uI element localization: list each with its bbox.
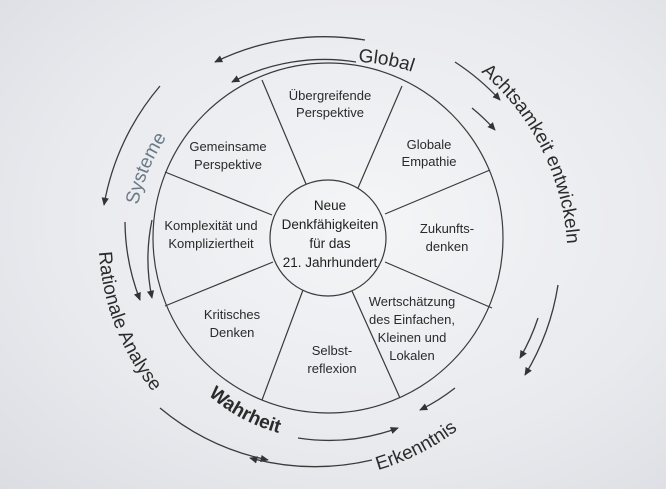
segment-selbstreflexion: Selbst- reflexion bbox=[307, 343, 356, 376]
spoke bbox=[384, 261, 493, 309]
center-line: Denkfähigkeiten bbox=[282, 217, 379, 232]
arc-bottom-inner bbox=[297, 427, 399, 442]
spoke bbox=[164, 261, 274, 307]
segment-line: Empathie bbox=[402, 154, 457, 169]
arc-top-left-inner bbox=[231, 58, 357, 83]
segment-line: Selbst- bbox=[312, 343, 352, 358]
spoke bbox=[357, 85, 403, 189]
label-erkenntnis: Erkenntnis bbox=[373, 417, 461, 475]
outer-wheel-circle bbox=[152, 62, 504, 414]
label-global: Global bbox=[358, 46, 417, 77]
spoke bbox=[384, 169, 491, 215]
arc-top-left-outer bbox=[214, 36, 366, 63]
segment-line: denken bbox=[426, 239, 469, 254]
spoke bbox=[351, 290, 401, 399]
arc-left-outer-top bbox=[101, 85, 161, 206]
segment-line: Kompliziertheit bbox=[168, 236, 254, 251]
wheel bbox=[152, 62, 504, 414]
label-systeme: Systeme bbox=[122, 129, 170, 207]
segment-line: Perspektive bbox=[194, 157, 262, 172]
segment-line: reflexion bbox=[307, 361, 356, 376]
spoke bbox=[261, 79, 307, 185]
segment-line: Lokalen bbox=[389, 348, 435, 363]
segment-line: Übergreifende bbox=[289, 88, 371, 103]
label-rationale-analyse: Rationale Analyse bbox=[94, 251, 166, 395]
segment-line: Zukunfts- bbox=[420, 221, 474, 236]
inner-hub-circle bbox=[269, 179, 387, 297]
segment-line: Kleinen und bbox=[378, 330, 447, 345]
arc-bottom-right-inner bbox=[419, 387, 456, 411]
label-achtsamkeit: Achtsamkeit entwickeln bbox=[478, 60, 583, 245]
outer-arrow-arcs bbox=[101, 36, 559, 468]
segment-line: Denken bbox=[210, 325, 255, 340]
segment-line: Komplexität und bbox=[164, 218, 257, 233]
center-label: Neue Denkfähigkeiten für das 21. Jahrhun… bbox=[282, 198, 379, 270]
segment-labels: Übergreifende Perspektive Globale Empath… bbox=[164, 88, 474, 376]
arc-right-inner bbox=[519, 317, 539, 359]
segment-line: Kritisches bbox=[204, 307, 261, 322]
segment-zukunftsdenken: Zukunfts- denken bbox=[420, 221, 474, 254]
segment-uebergreifende-perspektive: Übergreifende Perspektive bbox=[289, 88, 371, 120]
segment-gemeinsame-perspektive: Gemeinsame Perspektive bbox=[189, 139, 266, 172]
segment-wertschaetzung: Wertschätzung des Einfachen, Kleinen und… bbox=[369, 294, 455, 363]
segment-line: Globale bbox=[407, 137, 452, 152]
arc-left-inner-top bbox=[146, 219, 155, 299]
segment-globale-empathie: Globale Empathie bbox=[402, 137, 457, 169]
center-line: für das bbox=[309, 236, 351, 251]
arc-global-inner-right bbox=[471, 107, 496, 131]
segment-komplexitaet: Komplexität und Kompliziertheit bbox=[164, 218, 257, 251]
arc-achtsamkeit-to-erkenntnis bbox=[524, 284, 559, 376]
arc-bottom-erkenntnis-left bbox=[249, 456, 373, 468]
spoke bbox=[164, 171, 273, 216]
label-wahrheit: Wahrheit bbox=[205, 383, 284, 438]
segment-line: Gemeinsame bbox=[189, 139, 266, 154]
center-line: Neue bbox=[314, 198, 346, 213]
arc-left-mid bbox=[124, 221, 141, 301]
segment-kritisches-denken: Kritisches Denken bbox=[204, 307, 261, 340]
center-line: 21. Jahrhundert bbox=[283, 255, 378, 270]
arc-global-to-achtsamkeit bbox=[454, 61, 501, 101]
segment-line: Perspektive bbox=[296, 105, 364, 120]
spoke bbox=[261, 289, 304, 401]
segment-line: Wertschätzung bbox=[369, 294, 455, 309]
segment-line: des Einfachen, bbox=[369, 312, 455, 327]
